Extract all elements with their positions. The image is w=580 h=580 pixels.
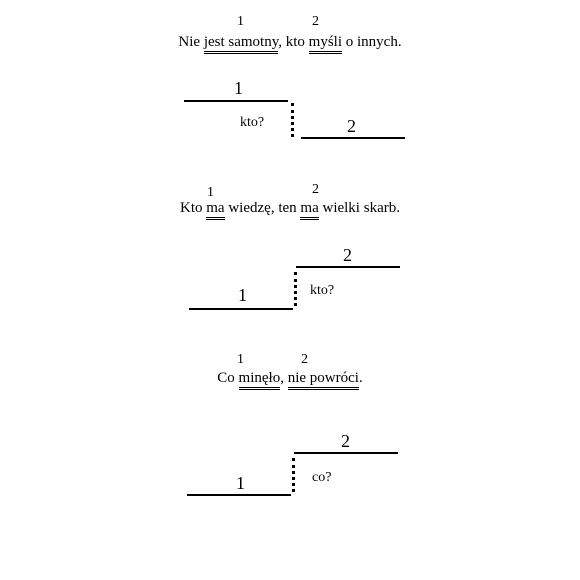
clause-1-line [187,494,291,496]
dependency-dots [292,458,295,492]
predicate-2: myśli [308,34,343,54]
clause-1-label: 1 [238,285,247,305]
example-sentence: Kto ma wiedzę, ten ma wielki skarb. [0,200,580,220]
clause-2-label: 2 [347,116,356,136]
question-label: kto? [240,115,265,130]
clause-marker-1: 1 [237,14,244,29]
clause-marker-2: 2 [312,182,319,197]
sentence-text: Kto [180,200,207,216]
example-sentence: Co minęło, nie powróci. [0,370,580,390]
dependency-dots [294,272,297,306]
clause-marker-2: 2 [312,14,319,29]
clause-2-label: 2 [343,245,352,265]
sentence-text: wiedzę, ten [224,200,301,216]
question-label: kto? [310,283,335,298]
sentence-text: , kto [278,34,309,50]
sentence-text: , [280,370,288,386]
clause-2-line [301,137,405,139]
predicate-2: ma [300,200,319,220]
clause-marker-1: 1 [237,352,244,367]
question-label: co? [312,470,332,485]
sentence-text: Nie [178,34,204,50]
clause-2-label: 2 [341,431,350,451]
example-sentence: Nie jest samotny, kto myśli o innych. [0,34,580,54]
clause-marker-1: 1 [207,185,214,200]
sentence-text: wielki skarb. [318,200,400,216]
predicate-1: jest samotny [203,34,279,54]
dependency-dots [291,103,294,137]
clause-1-line [184,100,288,102]
clause-1-line [189,308,293,310]
sentence-text: . [358,370,363,386]
clause-1-label: 1 [236,473,245,493]
clause-marker-2: 2 [301,352,308,367]
predicate-1: ma [206,200,225,220]
predicate-1: minęło [238,370,281,390]
clause-1-label: 1 [234,78,243,98]
clause-2-line [296,266,400,268]
predicate-2: nie powróci [287,370,359,390]
sentence-text: Co [217,370,239,386]
clause-2-line [294,452,398,454]
sentence-text: o innych. [342,34,402,50]
